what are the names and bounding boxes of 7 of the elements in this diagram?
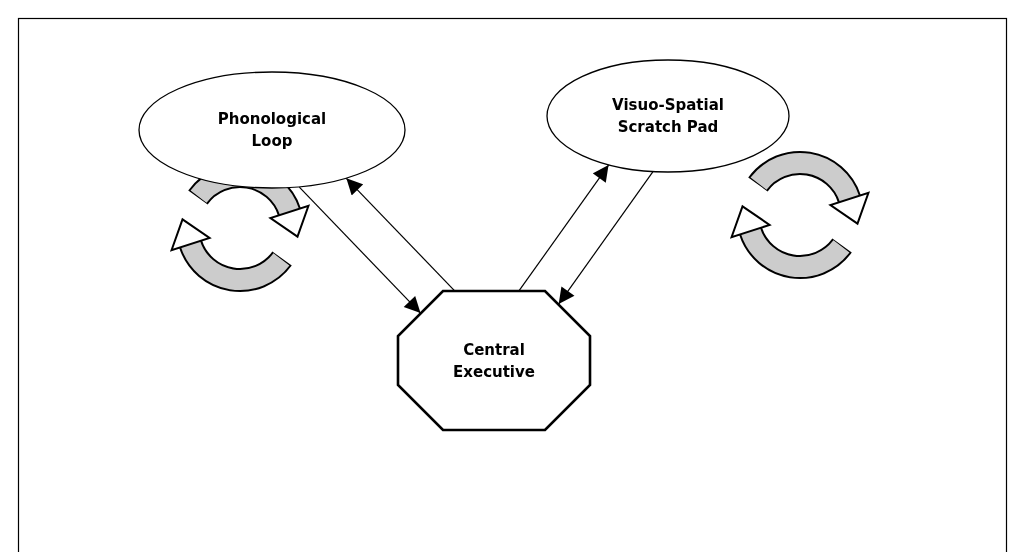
arrow (518, 164, 610, 292)
arrow (345, 177, 456, 292)
arrow (558, 171, 654, 305)
node-label: Central Executive (452, 339, 536, 383)
node-label: Phonological Loop (216, 109, 328, 152)
arrow (298, 186, 422, 314)
node-label: Visuo-Spatial Scratch Pad (611, 95, 725, 138)
